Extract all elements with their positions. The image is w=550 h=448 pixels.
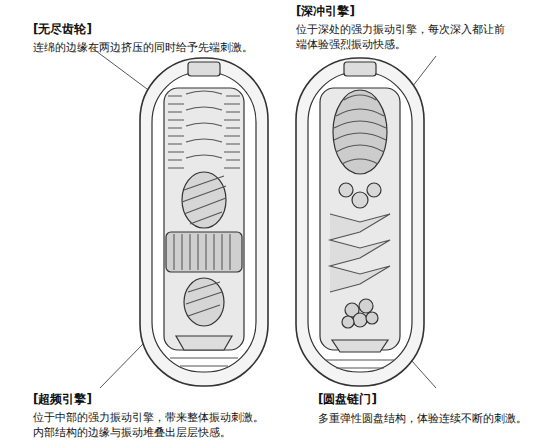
leader-lines bbox=[92, 48, 436, 388]
part-heading: [无尽齿轮] bbox=[33, 22, 92, 37]
part-description: 位于中部的强力振动引擎，带来整体振动刺激。内部结构的边缘与振动堆叠出层层快感。 bbox=[33, 410, 271, 440]
left-capsule bbox=[140, 58, 268, 386]
part-heading: [超频引擎] bbox=[33, 392, 92, 407]
part-description: 多重弹性圆盘结构，体验连续不断的刺激。 bbox=[318, 411, 542, 426]
part-heading: [圆盘链门] bbox=[318, 392, 377, 407]
part-description: 位于深处的强力振动引擎，每次深入都让前端体验强烈振动快感。 bbox=[296, 22, 510, 52]
part-heading: [深冲引擎] bbox=[296, 4, 355, 19]
part-description: 连绵的边缘在两边挤压的同时给予先端刺激。 bbox=[33, 40, 295, 55]
right-capsule bbox=[296, 58, 424, 386]
